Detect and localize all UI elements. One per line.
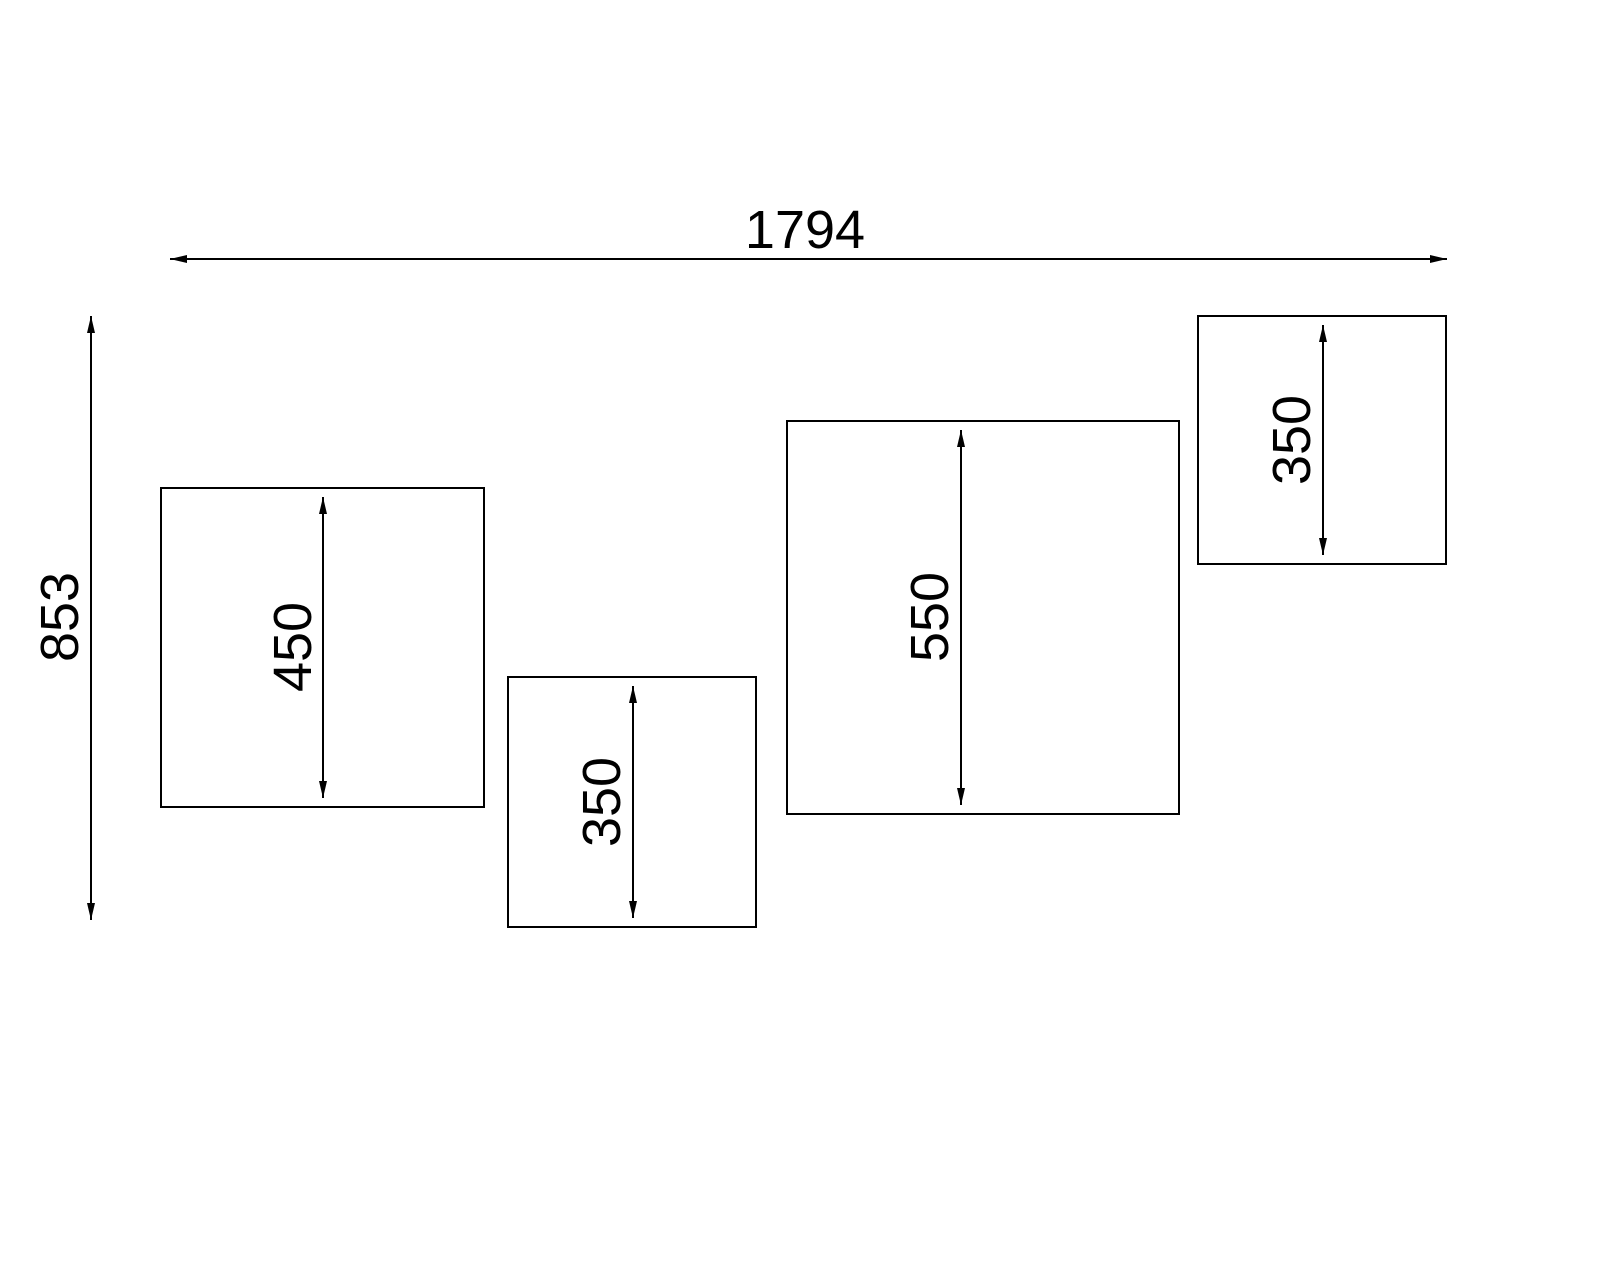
arrow-down-icon xyxy=(87,903,95,920)
box3-height-label: 550 xyxy=(900,571,960,663)
overall-width-label: 1794 xyxy=(744,200,866,260)
box2-dimension-line xyxy=(632,686,634,918)
box4-dimension-line xyxy=(1322,325,1324,555)
box3-dimension-line xyxy=(960,430,962,805)
box2-height-label: 350 xyxy=(572,756,632,848)
overall-height-label: 853 xyxy=(30,571,90,663)
arrow-down-icon xyxy=(957,788,965,805)
box4-height-label: 350 xyxy=(1262,394,1322,486)
arrow-up-icon xyxy=(629,686,637,703)
arrow-up-icon xyxy=(1319,325,1327,342)
panel-box-4: 350 xyxy=(1197,315,1447,565)
arrow-up-icon xyxy=(957,430,965,447)
arrow-up-icon xyxy=(87,316,95,333)
panel-box-1: 450 xyxy=(160,487,485,808)
arrow-down-icon xyxy=(629,901,637,918)
panel-box-2: 350 xyxy=(507,676,757,928)
arrow-down-icon xyxy=(319,781,327,798)
arrow-down-icon xyxy=(1319,538,1327,555)
overall-width-dimension-line xyxy=(170,258,1447,260)
arrow-right-icon xyxy=(1430,255,1447,263)
box1-height-label: 450 xyxy=(263,601,323,693)
overall-height-dimension-line xyxy=(90,316,92,920)
box1-dimension-line xyxy=(322,497,324,798)
arrow-up-icon xyxy=(319,497,327,514)
panel-box-3: 550 xyxy=(786,420,1180,815)
arrow-left-icon xyxy=(170,255,187,263)
